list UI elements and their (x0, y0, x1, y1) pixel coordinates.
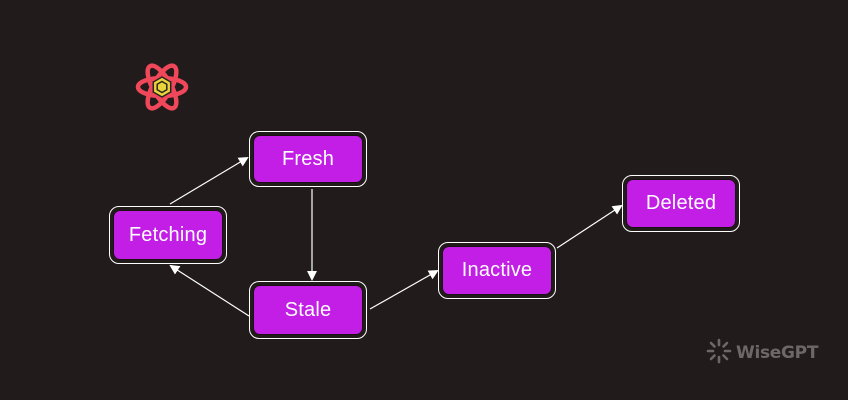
node-deleted: Deleted (622, 175, 740, 232)
edge-stale-to-inactive (369, 270, 439, 310)
node-stale-label: Stale (253, 285, 363, 335)
node-deleted-label: Deleted (626, 179, 736, 228)
edge-stale-to-fetching (169, 264, 250, 317)
react-query-logo-icon (135, 62, 189, 112)
node-inactive-label: Inactive (442, 246, 552, 295)
node-fresh-label: Fresh (253, 135, 363, 183)
wisegpt-watermark: WiseGPT (706, 338, 819, 369)
edge-fetching-to-fresh (169, 156, 249, 205)
node-fresh: Fresh (249, 131, 367, 187)
node-inactive: Inactive (438, 242, 556, 299)
wisegpt-icon (706, 338, 732, 369)
node-fetching: Fetching (109, 206, 227, 264)
node-fetching-label: Fetching (113, 210, 223, 260)
node-stale: Stale (249, 281, 367, 339)
edge-inactive-to-deleted (556, 204, 623, 249)
wisegpt-text: WiseGPT (736, 343, 819, 363)
